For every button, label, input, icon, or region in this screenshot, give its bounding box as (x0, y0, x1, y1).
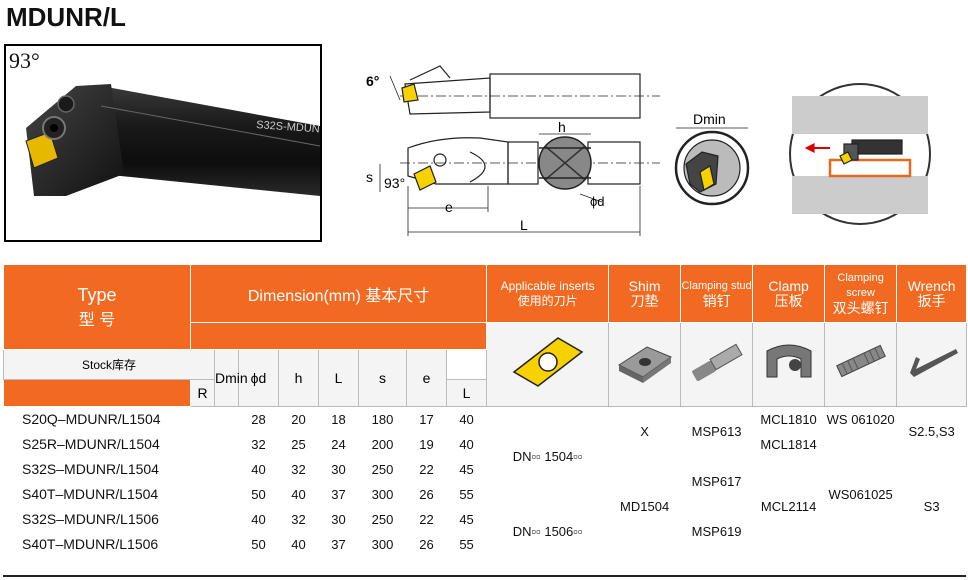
clamp-3: MCL2114 (752, 456, 826, 557)
col-s: s (358, 349, 407, 407)
wrench-icon (909, 349, 958, 377)
stud-2: MSP617 (680, 456, 754, 507)
shim-icon (617, 346, 672, 383)
screw-1: WS 061020 (824, 406, 898, 432)
dim-s-label: s (366, 169, 373, 185)
col-e: e (406, 349, 447, 407)
top-view (389, 65, 660, 119)
shim-md: MD1504 (608, 456, 682, 557)
insert-1506: DN▫▫ 1506▫▫ (486, 506, 610, 557)
insert-1504: DN▫▫ 1504▫▫ (486, 406, 610, 507)
shim-x: X (608, 406, 682, 457)
col-dmin: Dmin (214, 349, 248, 407)
side-view (400, 137, 660, 191)
wrench-image-cell (896, 322, 968, 407)
col-h: h (278, 349, 319, 407)
stud-1: MSP613 (680, 406, 754, 457)
dim-h-label: h (558, 119, 566, 135)
dimension-header: Dimension(mm) 基本尺寸 (189, 264, 488, 323)
bore-view (789, 83, 931, 225)
dmin-view (674, 127, 750, 206)
cross-section (538, 136, 592, 190)
stock-r: R (190, 379, 215, 407)
boring-bar-photo: S32S-MDUN (25, 84, 320, 196)
stud-3: MSP619 (680, 506, 754, 557)
wrench-1: S2.5,S3 (896, 406, 968, 457)
screw-icon (835, 344, 886, 378)
insert-icon (25, 131, 59, 169)
stud-icon (691, 343, 743, 381)
engraving-text: S32S-MDUN (256, 119, 320, 135)
type-header: Type 型 号 (3, 264, 191, 350)
dim-L-label: L (520, 217, 528, 233)
dim-dmin-label: Dmin (693, 111, 726, 127)
dim-d-label: ϕd (590, 194, 605, 209)
clamp-icon (766, 344, 812, 378)
stud-image-cell (680, 322, 754, 407)
angle-bottom-label: 93° (384, 175, 405, 191)
page-title: MDUNR/L (6, 2, 126, 32)
insert-image-cell (486, 322, 610, 407)
col-L: L (318, 349, 359, 407)
angle-top-label: 6° (366, 73, 379, 89)
spec-table: Type 型 号 Dimension(mm) 基本尺寸 Applicable i… (3, 264, 968, 557)
clamp-image-cell (752, 322, 826, 407)
photo-angle-label: 93° (9, 48, 40, 73)
stock-header: Stock库存 (3, 349, 215, 380)
wrench-2: S3 (896, 456, 968, 557)
dim-e-label: e (445, 199, 453, 215)
insert-icon (512, 337, 583, 387)
technical-drawing: 6° h s 93° e L ϕd Dmin (366, 65, 931, 236)
shim-image-cell (608, 322, 682, 407)
col-d: ϕd (238, 349, 279, 407)
clamp-1: MCL1810 (752, 406, 826, 432)
clamp-2: MCL1814 (752, 431, 826, 457)
product-photo: S32S-MDUN 93° (4, 44, 322, 242)
screw-2: WS061025 (824, 431, 898, 557)
screw-image-cell (824, 322, 898, 407)
stock-l: L (445, 379, 488, 407)
table-bottom-rule (3, 575, 966, 577)
